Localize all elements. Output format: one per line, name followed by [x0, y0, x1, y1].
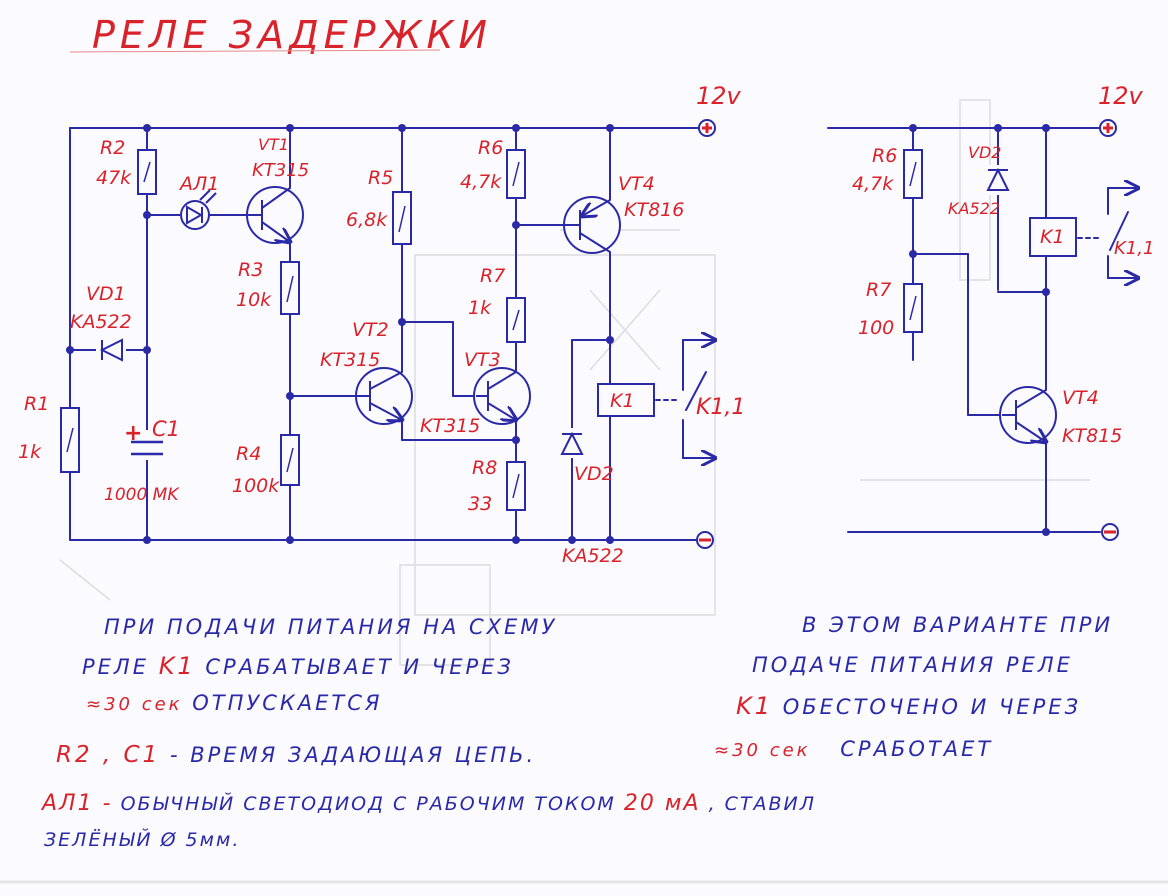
schematic-1	[69, 127, 715, 541]
note-left-line1: ПРИ ПОДАЧИ ПИТАНИЯ НА СХЕМУ	[104, 615, 557, 639]
supply-label-2: 12v	[1098, 82, 1144, 110]
led-al1	[180, 189, 217, 230]
note-led-c: 20 мА	[624, 791, 701, 816]
r3-ref: R3	[238, 259, 263, 281]
vt2-ref: VT2	[352, 319, 389, 341]
k1b-ref: K1	[1040, 226, 1065, 248]
c1-value: 1000 MK	[104, 485, 180, 505]
r8-value: 33	[468, 493, 492, 515]
vt2-value: KT315	[320, 349, 380, 371]
r6-value: 4,7k	[460, 171, 502, 193]
note-timing: R2 , C1 - ВРЕМЯ ЗАДАЮЩАЯ ЦЕПЬ.	[56, 742, 536, 768]
diode-vd2b	[986, 165, 1010, 195]
note-timing-b: - ВРЕМЯ ЗАДАЮЩАЯ ЦЕПЬ.	[170, 743, 536, 767]
transistor-vt4	[563, 196, 621, 254]
r3-value: 10k	[236, 289, 272, 311]
note-led-b: ОБЫЧНЫЙ СВЕТОДИОД С РАБОЧИМ ТОКОМ	[121, 792, 616, 815]
k1-1-ref: K1,1	[696, 395, 745, 420]
resistor-slashes-1	[66, 161, 520, 499]
note-right-line3: K1 ОБЕСТОЧЕНО И ЧЕРЕЗ	[736, 692, 1081, 720]
r5-value: 6,8k	[346, 209, 388, 231]
c1-ref: C1	[152, 417, 180, 441]
vt1-ref: VT1	[258, 135, 289, 154]
bleed-through-marks	[59, 99, 1090, 666]
vt3-value: KT315	[420, 415, 480, 437]
r2-ref: R2	[100, 137, 125, 159]
vd2b-value: KA522	[948, 199, 1000, 218]
r4-ref: R4	[236, 443, 261, 465]
note-timing-a: R2 , C1	[56, 742, 160, 768]
r2-value: 47k	[96, 167, 132, 189]
junctions-2	[909, 124, 1050, 536]
note-left-line3-a: ≈30 сек	[86, 694, 183, 715]
vd1-value: KA522	[70, 311, 132, 333]
diode-vd2	[560, 428, 584, 458]
k1-coil-body	[597, 383, 655, 417]
supply-plus-terminal-1	[698, 119, 716, 137]
note-left-line3-b: ОТПУСКАЕТСЯ	[192, 691, 382, 715]
k1b-coil-body	[1029, 217, 1077, 257]
note-right-line3-b: ОБЕСТОЧЕНО И ЧЕРЕЗ	[783, 695, 1081, 719]
junctions-1	[66, 124, 614, 544]
r5-ref: R5	[368, 167, 393, 189]
transistor-vt1	[246, 186, 304, 243]
note-right-line1: В ЭТОМ ВАРИАНТЕ ПРИ	[802, 613, 1113, 637]
vt4b-ref: VT4	[1062, 387, 1099, 409]
vt4b-value: KT815	[1062, 425, 1122, 447]
r6-ref: R6	[478, 137, 503, 159]
r1-value: 1k	[18, 441, 42, 463]
note-left-line2-a: РЕЛЕ	[82, 655, 149, 679]
note-led-a: AЛ1 -	[40, 791, 113, 816]
resistor-slashes-2	[909, 161, 917, 321]
note-right-line4-a: ≈30 сек	[714, 740, 811, 761]
note-right-line3-a: K1	[736, 692, 773, 720]
capacitor-c1: +	[124, 421, 164, 460]
diode-vd1	[96, 338, 126, 362]
k1b-1-ref: K1,1	[1114, 238, 1154, 259]
vt3-ref: VT3	[464, 349, 501, 371]
note-right-line4: ≈30 сек СРАБОТАЕТ	[714, 737, 993, 761]
note-left-line2-c: СРАБАТЫВАЕТ И ЧЕРЕЗ	[205, 655, 513, 679]
r7-value: 1k	[468, 297, 492, 319]
al1-ref: AЛ1	[178, 173, 219, 195]
vt4-ref: VT4	[618, 173, 655, 195]
note-right-line2: ПОДАЧЕ ПИТАНИЯ РЕЛЕ	[752, 653, 1073, 677]
supply-label-1: 12v	[696, 82, 742, 110]
note-left-line2: РЕЛЕ K1 СРАБАТЫВАЕТ И ЧЕРЕЗ	[82, 652, 514, 680]
note-left-line3: ≈30 сек ОТПУСКАЕТСЯ	[86, 691, 382, 715]
note-left-line2-b: K1	[159, 652, 196, 680]
supply-plus-terminal-2	[1099, 119, 1117, 137]
vd2-ref: VD2	[574, 463, 614, 485]
r4-value: 100k	[232, 475, 280, 497]
r7b-value: 100	[858, 317, 894, 339]
note-led: AЛ1 - ОБЫЧНЫЙ СВЕТОДИОД С РАБОЧИМ ТОКОМ …	[40, 791, 816, 816]
vd2-value: KA522	[562, 545, 624, 567]
transistor-vt3	[473, 367, 531, 425]
supply-minus-terminal-2	[1101, 523, 1119, 541]
vd1-ref: VD1	[86, 283, 126, 305]
title-underline	[69, 49, 441, 53]
note-led-line2: ЗЕЛЁНЫЙ Ø 5мм.	[44, 828, 240, 851]
r8-ref: R8	[472, 457, 497, 479]
transistor-vt4b	[999, 386, 1057, 443]
k1-ref: K1	[610, 390, 635, 412]
resistors-2	[903, 149, 1077, 333]
r7-ref: R7	[480, 265, 505, 287]
schematic-2	[827, 127, 1138, 533]
transistor-vt2	[355, 367, 413, 425]
r7b-ref: R7	[866, 279, 891, 301]
vt4-value: KT816	[624, 199, 684, 221]
svg-text:+: +	[124, 421, 142, 446]
r1-ref: R1	[24, 393, 49, 415]
vt1-value: KT315	[252, 160, 309, 181]
r6b-ref: R6	[872, 145, 897, 167]
note-right-line4-b: СРАБОТАЕТ	[840, 737, 993, 761]
r6b-value: 4,7k	[852, 173, 894, 195]
vd2b-ref: VD2	[968, 143, 1001, 162]
note-led-d: , СТАВИЛ	[709, 793, 816, 815]
supply-minus-terminal-1	[696, 531, 714, 549]
